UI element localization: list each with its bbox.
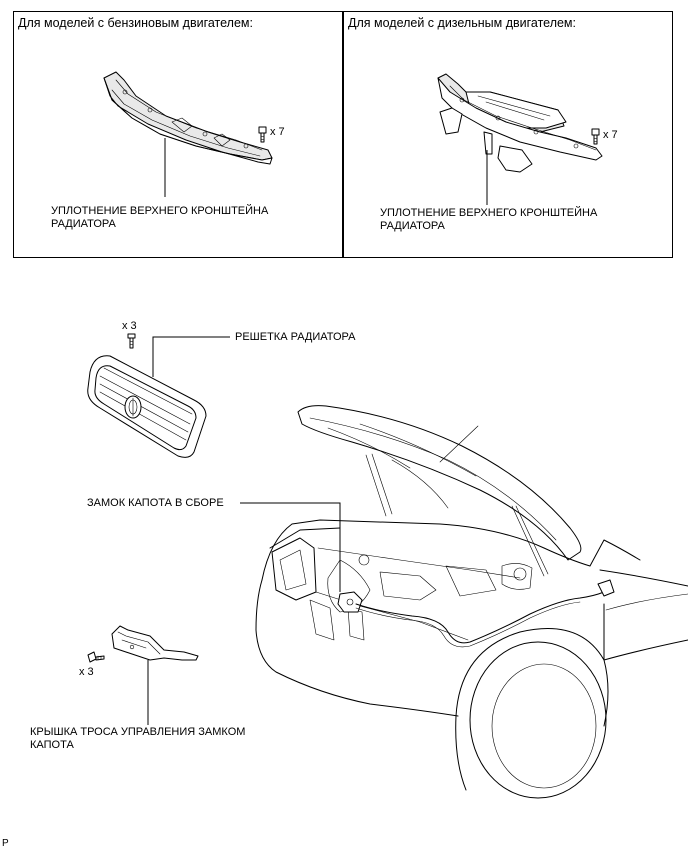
vehicle-front-illustration — [255, 405, 688, 799]
gasoline-panel — [13, 11, 344, 258]
gasoline-bolt-icon — [258, 126, 267, 143]
diesel-panel-header: Для моделей с дизельным двигателем: — [348, 16, 577, 30]
gasoline-bolt-count: x 7 — [270, 126, 285, 138]
hood-lock-leader-line — [240, 502, 341, 592]
gasoline-seal-label-line1: УПЛОТНЕНИЕ ВЕРХНЕГО КРОНШТЕЙНА — [51, 205, 269, 217]
hood-lock-label: ЗАМОК КАПОТА В СБОРЕ — [87, 497, 224, 509]
grille-bolt-count: x 3 — [122, 320, 137, 332]
cable-cover-bolt-icon — [87, 651, 105, 663]
diesel-bolt-count: x 7 — [603, 129, 618, 141]
gasoline-panel-header: Для моделей с бензиновым двигателем: — [18, 16, 253, 30]
radiator-grille-illustration — [87, 355, 207, 458]
footer-code: P — [2, 838, 9, 849]
diesel-radiator-seal-illustration — [437, 73, 603, 173]
diesel-bolt-icon — [591, 128, 600, 145]
grille-bolt-icon — [127, 333, 136, 349]
hood-lock-cable-cover-illustration — [111, 625, 199, 661]
diesel-panel — [342, 11, 673, 258]
gasoline-seal-label-line2: РАДИАТОРА — [51, 218, 116, 230]
gasoline-radiator-seal-illustration — [103, 71, 273, 165]
radiator-grille-label: РЕШЕТКА РАДИАТОРА — [235, 331, 356, 343]
diesel-seal-label-line2: РАДИАТОРА — [380, 220, 445, 232]
grille-leader-line — [152, 336, 230, 377]
cable-cover-label-line1: КРЫШКА ТРОСА УПРАВЛЕНИЯ ЗАМКОМ — [30, 726, 246, 738]
diesel-seal-label-line1: УПЛОТНЕНИЕ ВЕРХНЕГО КРОНШТЕЙНА — [380, 207, 598, 219]
cable-cover-bolt-count: x 3 — [79, 666, 94, 678]
cable-cover-label-line2: КАПОТА — [30, 739, 74, 751]
